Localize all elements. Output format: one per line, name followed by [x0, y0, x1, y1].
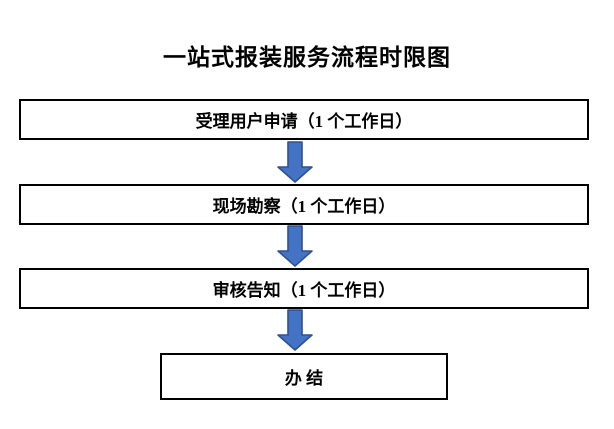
down-arrow-icon [277, 225, 313, 267]
flow-step-site-survey: 现场勘察（1 个工作日） [19, 184, 589, 225]
flow-step-label: 审核告知（1 个工作日） [212, 281, 396, 300]
flow-step-review-notify: 审核告知（1 个工作日） [19, 268, 589, 309]
flow-step-accept-application: 受理用户申请（1 个工作日） [19, 99, 589, 140]
flow-step-completed: 办 结 [160, 353, 448, 400]
down-arrow-icon [277, 141, 313, 183]
flow-step-label: 办 结 [284, 369, 324, 388]
flow-step-label: 受理用户申请（1 个工作日） [195, 112, 413, 131]
page-title: 一站式报装服务流程时限图 [163, 45, 451, 70]
down-arrow-icon [277, 309, 313, 351]
flow-step-label: 现场勘察（1 个工作日） [212, 197, 396, 216]
